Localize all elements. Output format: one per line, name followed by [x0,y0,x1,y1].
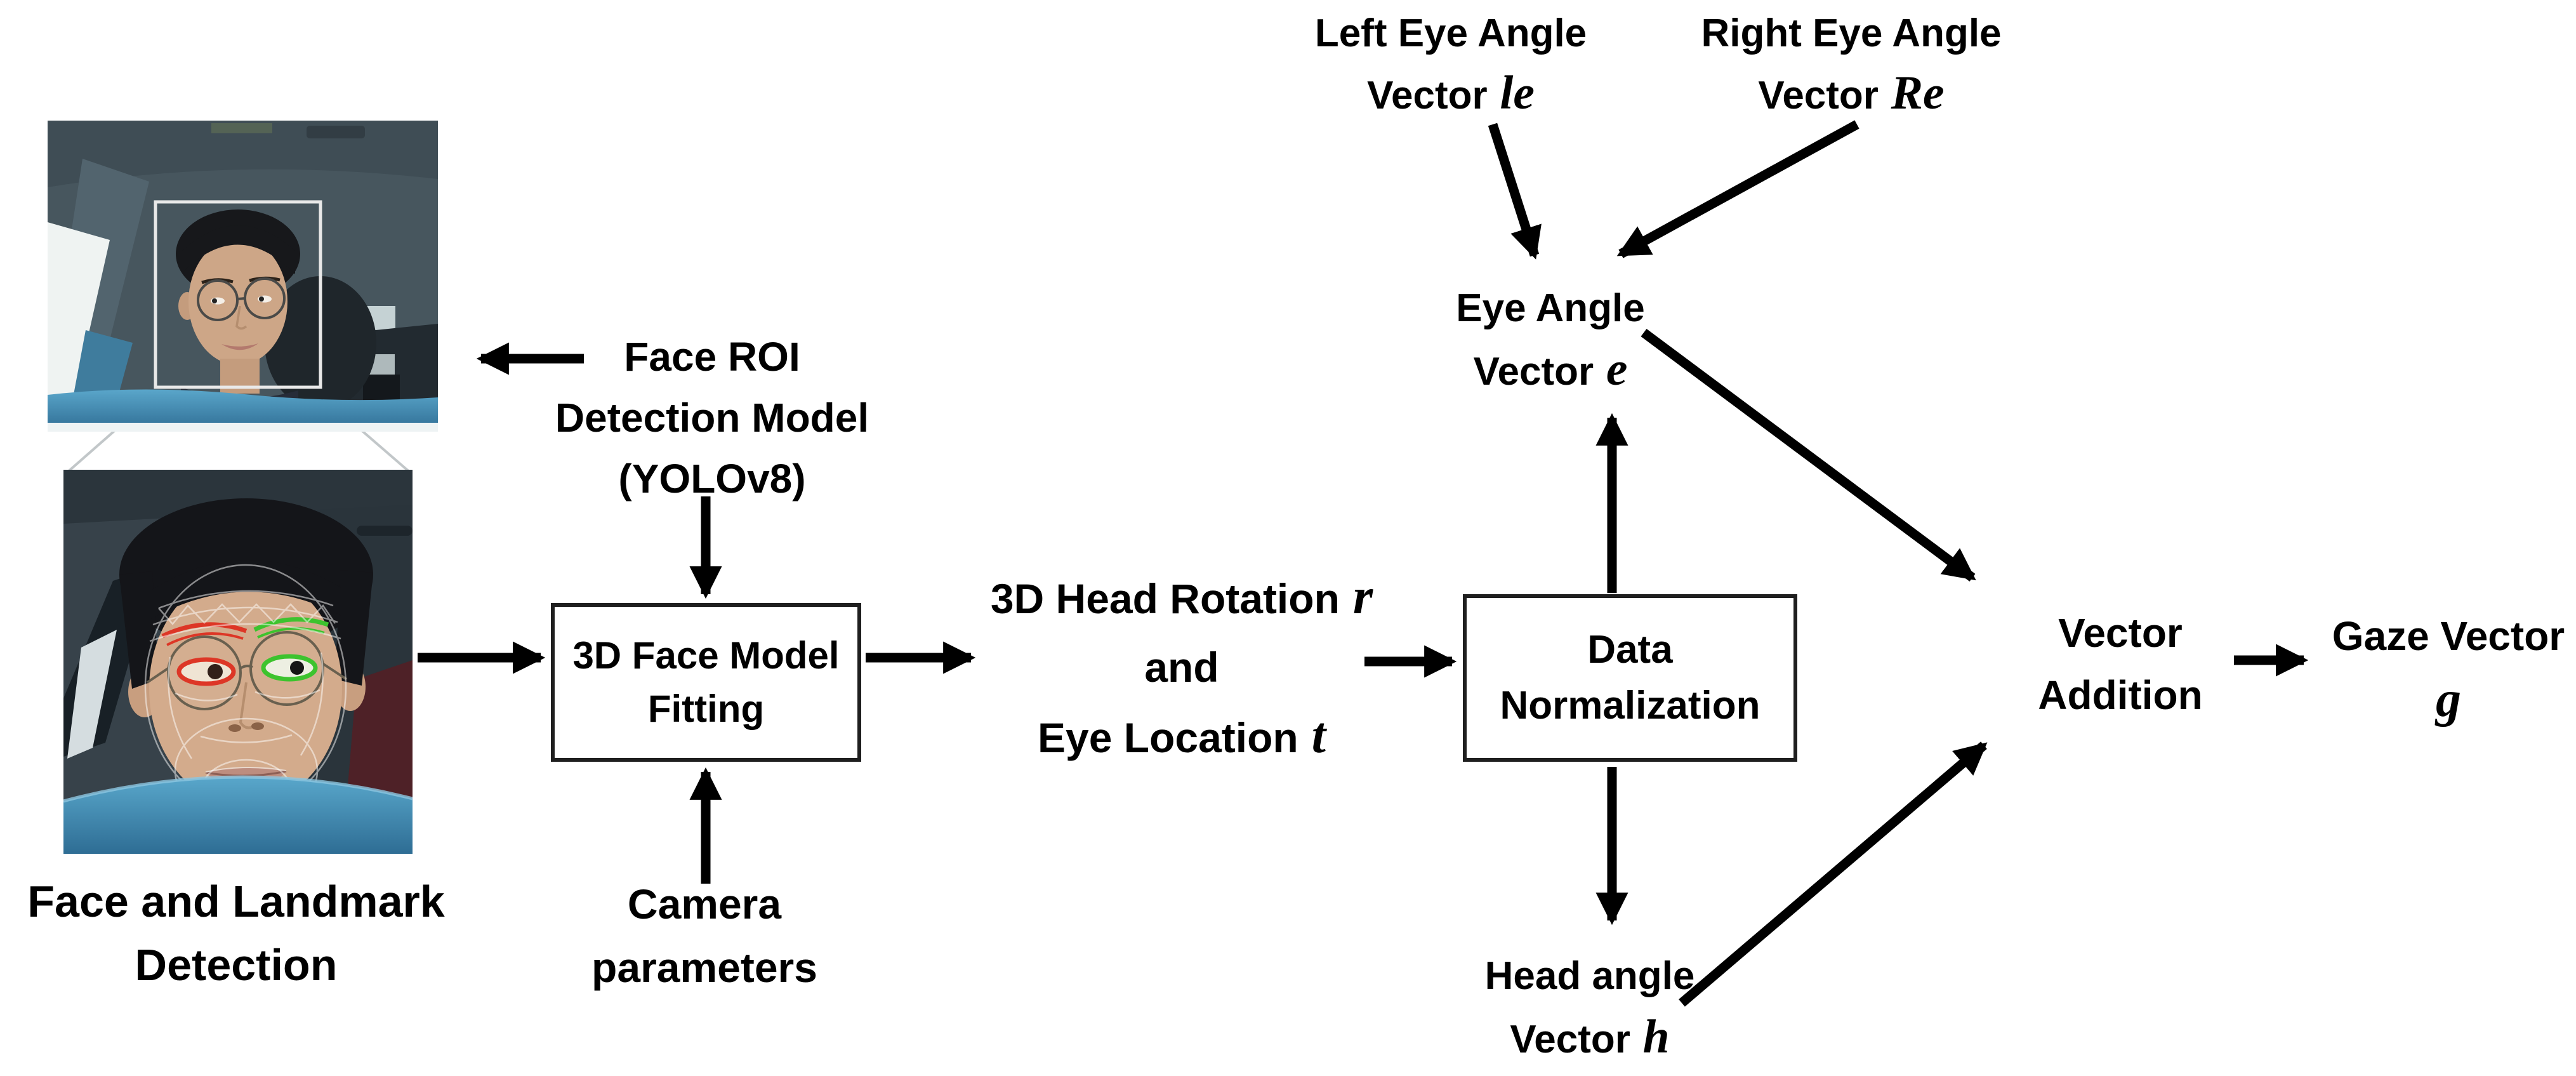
label-camera-parameters: Camera parameters [591,872,817,999]
box-line: Fitting [647,687,765,730]
landmark-face-photo [63,470,413,854]
math-symbol-le: le [1500,67,1535,119]
cowl-strip [48,423,438,432]
green-eye-landmarks [253,617,329,682]
left-window-and-pillar [48,159,149,432]
label-face-and-landmark-detection: Face and Landmark Detection [27,870,444,997]
label-line: Face ROI [624,334,800,380]
math-symbol-g: g [2436,672,2461,727]
face-roi-box [154,200,322,389]
label-vector-addition: Vector Addition [2038,602,2202,726]
arrow-eyeangle-to-vectoradd [1641,328,1976,582]
box-line: Normalization [1500,684,1760,727]
roof-label [211,123,272,133]
roof-handle-2 [357,526,413,536]
label-face-roi-detection-model: Face ROI Detection Model (YOLOv8) [555,326,869,509]
arrow-headangle-to-vectoradd [1679,741,1988,1007]
seat-headrest-blue [63,776,413,854]
data-normalization-box: Data Normalization [1463,594,1797,762]
label-gaze-vector: Gaze Vector g [2332,604,2565,734]
label-line: Right Eye Angle [1701,11,2002,55]
label-line: (YOLOv8) [618,456,806,501]
arrow-lefteye-to-eyeangle [1488,123,1542,260]
math-symbol-h: h [1642,1011,1670,1063]
label-line: Detection [135,940,338,990]
label-line: Gaze Vector [2332,613,2565,659]
label-line: parameters [591,944,817,991]
label-line: Face and Landmark [27,877,445,926]
dashboard [48,389,438,432]
box-line: Data [1587,628,1673,672]
math-symbol-r: r [1352,568,1373,625]
label-line: g [2332,668,2565,734]
math-symbol-e: e [1606,343,1628,395]
math-symbol-t: t [1311,707,1326,764]
label-line: Addition [2038,672,2203,718]
landmark-photo-art [63,470,413,854]
label-line: Vector [2058,610,2183,656]
label-line: and [1144,644,1219,691]
face-model-fitting-box: 3D Face Model Fitting [551,603,861,762]
arrow-righteye-to-eyeangle [1616,120,1859,258]
driver-photo-art [48,121,438,432]
label-line: Detection Model [555,395,869,441]
math-symbol-Re: Re [1891,67,1945,119]
label-line: Head angle [1484,954,1695,998]
roof-shadow [63,470,413,524]
label-line: Eye Angle [1456,286,1645,330]
label-line: Camera [627,880,782,927]
box-line: 3D Face Model [572,634,840,677]
label-line: Left Eye Angle [1314,11,1587,55]
window-glare [67,630,117,759]
headrest-highlight [63,775,413,803]
red-eye-landmarks [161,622,248,686]
driver-photo [48,121,438,432]
flow-arrows [418,120,2309,1007]
roof-handle [307,126,365,138]
